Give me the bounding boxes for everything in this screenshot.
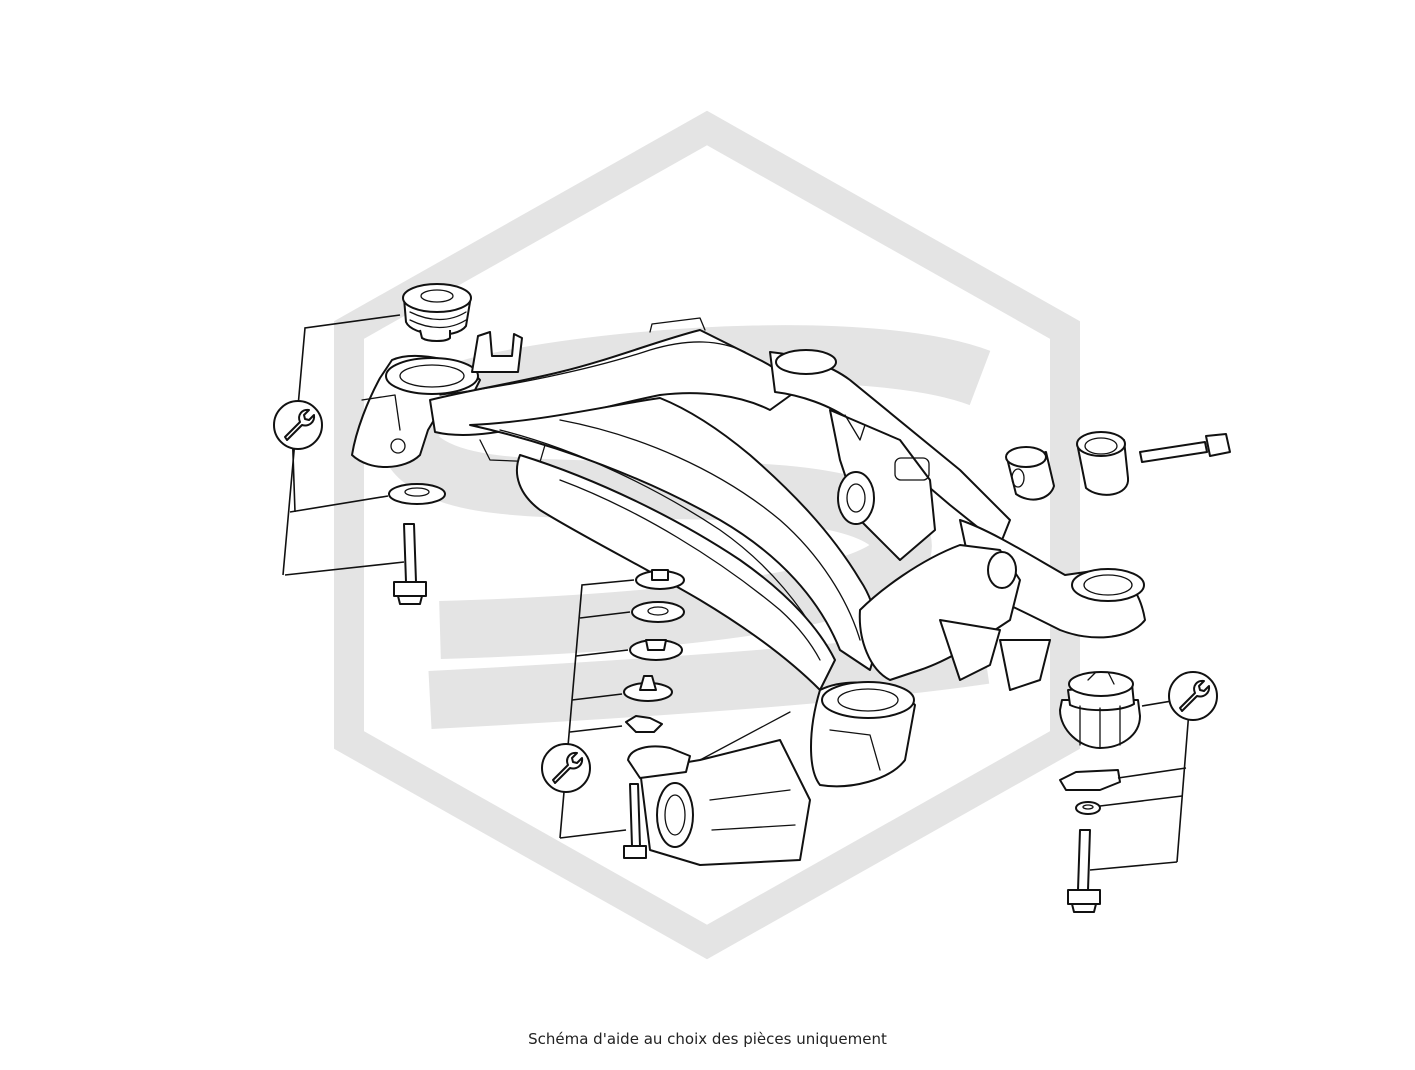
left-upper-bushing (402, 283, 472, 342)
right-lower-washer (1075, 801, 1101, 815)
center-nut-stack (623, 569, 685, 733)
right-bushing-inner (1005, 446, 1055, 501)
diagram-caption: Schéma d'aide au choix des pièces unique… (528, 1030, 887, 1048)
right-lower-mount (1059, 671, 1141, 749)
left-bolt (393, 523, 427, 605)
wrench-icon (1168, 671, 1218, 721)
center-bolt (623, 783, 647, 859)
right-lower-plate (1059, 769, 1121, 791)
rear-subframe (351, 317, 1146, 866)
right-bushing-outer (1076, 431, 1130, 496)
right-lower-bolt (1067, 829, 1101, 913)
wrench-icon (273, 400, 323, 450)
left-washer (388, 483, 446, 505)
wrench-icon (541, 743, 591, 793)
right-long-bolt (1139, 433, 1231, 463)
